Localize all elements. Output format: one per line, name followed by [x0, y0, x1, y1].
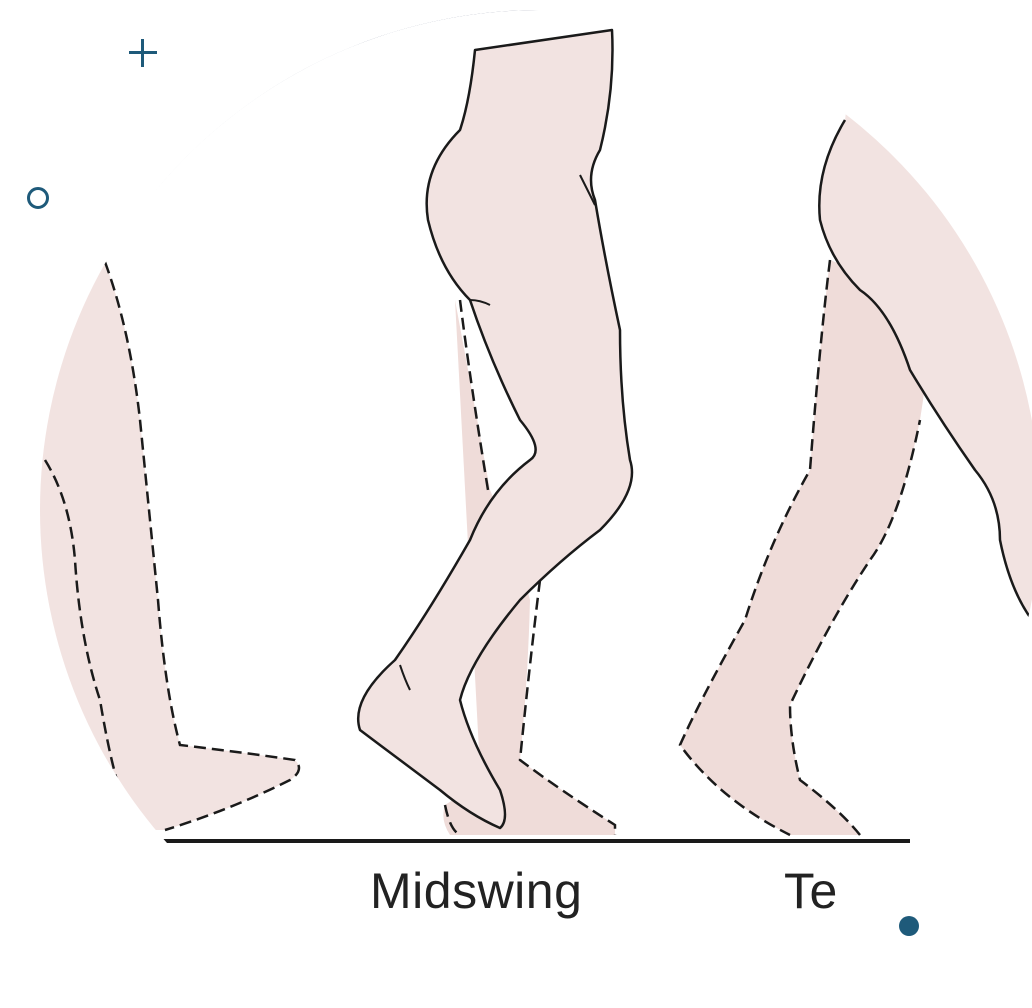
- circle-outline-icon: [27, 187, 49, 209]
- filled-dot-icon: [899, 916, 919, 936]
- phase-label-midswing: Midswing: [370, 866, 582, 916]
- illustration-area: [40, 0, 1032, 1008]
- phase-label-terminal-partial: Te: [784, 866, 838, 916]
- plus-icon: [126, 36, 160, 70]
